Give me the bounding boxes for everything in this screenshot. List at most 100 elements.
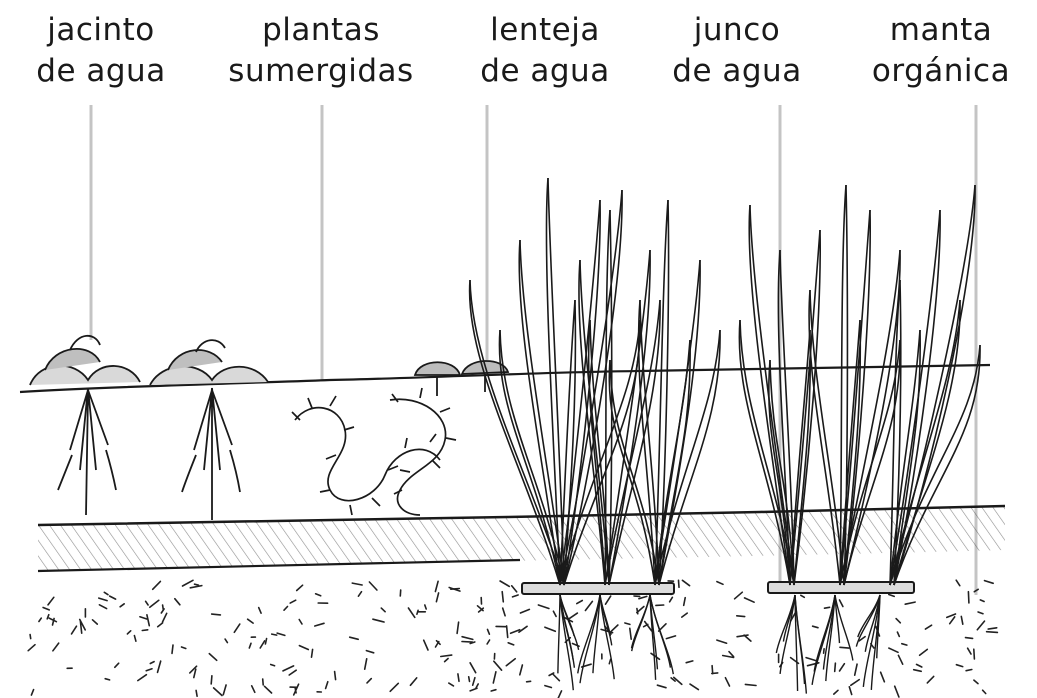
gravel-dash	[98, 603, 108, 610]
gravel-dash	[137, 673, 148, 682]
gravel-dash	[171, 644, 174, 655]
gravel-dash	[900, 642, 908, 646]
gravel-dash	[960, 615, 964, 626]
gravel-dash	[568, 612, 579, 620]
gravel-dash	[149, 599, 160, 609]
gravel-dash	[181, 579, 194, 587]
gravel-dash	[294, 686, 297, 694]
gravel-dash	[79, 620, 83, 635]
gravel-dash	[685, 660, 694, 664]
gravel-dash	[716, 580, 724, 586]
reed-leaf	[579, 259, 610, 586]
reed-leaf	[839, 249, 901, 586]
gravel-dash	[507, 641, 515, 646]
reed-leaf	[748, 204, 791, 586]
gravel-dash	[509, 628, 521, 635]
gravel-dash	[52, 642, 60, 652]
gravel-dash	[918, 648, 929, 657]
reed-leaf	[468, 279, 561, 586]
gravel-dash	[29, 633, 32, 640]
reed-leaf	[654, 339, 691, 586]
reed-leaf	[658, 259, 701, 586]
gravel-dash	[858, 635, 866, 642]
reed-leaf	[889, 344, 981, 586]
gravel-dash	[133, 634, 137, 643]
gravel-dash	[174, 597, 181, 606]
reed-leaf	[498, 329, 561, 586]
gravel-dash	[680, 612, 689, 618]
gravel-dash	[904, 601, 916, 606]
gravel-dash	[246, 618, 254, 624]
reed-leaf	[604, 249, 651, 586]
gravel-dash	[552, 673, 561, 682]
gravel-dash	[457, 673, 460, 683]
reed-leaf	[789, 229, 821, 586]
root-strand	[649, 594, 659, 670]
gravel-dash	[728, 650, 735, 658]
gravel-dash	[973, 679, 979, 685]
gravel-dash	[822, 647, 825, 655]
gravel-dash	[557, 690, 563, 698]
reed-leaf	[839, 184, 847, 586]
gravel-dash	[895, 617, 902, 624]
gravel-dash	[896, 631, 901, 638]
gravel-dash	[27, 643, 36, 652]
gravel-dash	[501, 590, 505, 603]
label-line: plantas	[262, 12, 380, 48]
reed-leaf	[499, 329, 565, 586]
gravel-dash	[91, 618, 99, 625]
gravel-dash	[887, 593, 896, 598]
gravel-dash	[510, 584, 518, 593]
gravel-dash	[448, 586, 461, 592]
reed-leaf	[604, 299, 661, 586]
gravel-dash	[967, 590, 970, 604]
gravel-dash	[189, 665, 198, 674]
gravel-dash	[893, 685, 900, 698]
gravel-dash	[735, 614, 746, 618]
reed-leaf	[563, 299, 577, 586]
gravel-dash	[973, 588, 980, 593]
gravel-dash	[544, 684, 553, 689]
gravel-dash	[505, 625, 509, 639]
label-manta-organica: manta orgánica	[872, 10, 1010, 92]
reed-leaf	[589, 319, 610, 586]
reed-leaf	[808, 289, 841, 586]
gravel-dash	[849, 678, 861, 687]
gravel-dash	[48, 617, 58, 623]
reed-leaf	[893, 344, 981, 586]
reed-leaf	[889, 209, 941, 586]
root-strand	[559, 594, 574, 691]
gravel-dash	[677, 579, 680, 589]
gravel-dash	[711, 664, 714, 675]
root-strand	[876, 594, 881, 659]
label-line: junco	[693, 12, 781, 48]
gravel-dash	[838, 599, 844, 608]
reed-leaf	[893, 299, 961, 586]
rush-plants	[738, 184, 981, 586]
reed-leaf	[578, 259, 606, 586]
gravel-dash	[447, 682, 455, 687]
gravel-dash	[505, 657, 517, 667]
gravel-dash	[486, 628, 491, 636]
gravel-dash	[965, 668, 973, 672]
label-junco-de-agua: junco de agua	[672, 10, 801, 92]
reed-leaf	[658, 339, 691, 586]
organic-mat	[521, 581, 915, 595]
root-strand	[862, 594, 881, 688]
gravel-dash	[972, 648, 976, 660]
gravel-dash	[642, 623, 649, 628]
reed-leaf	[889, 279, 901, 586]
gravel-dash	[823, 606, 831, 610]
gravel-dash	[263, 685, 273, 694]
gravel-dash	[161, 612, 168, 623]
gravel-dash	[189, 584, 203, 589]
gravel-dash	[879, 671, 886, 683]
gravel-dash	[139, 615, 148, 620]
gravel-dash	[475, 683, 480, 689]
gravel-dash	[324, 680, 329, 690]
gravel-dash	[681, 579, 691, 587]
gravel-dash	[313, 622, 325, 627]
gravel-dash	[380, 607, 386, 613]
gravel-dash	[210, 613, 222, 616]
